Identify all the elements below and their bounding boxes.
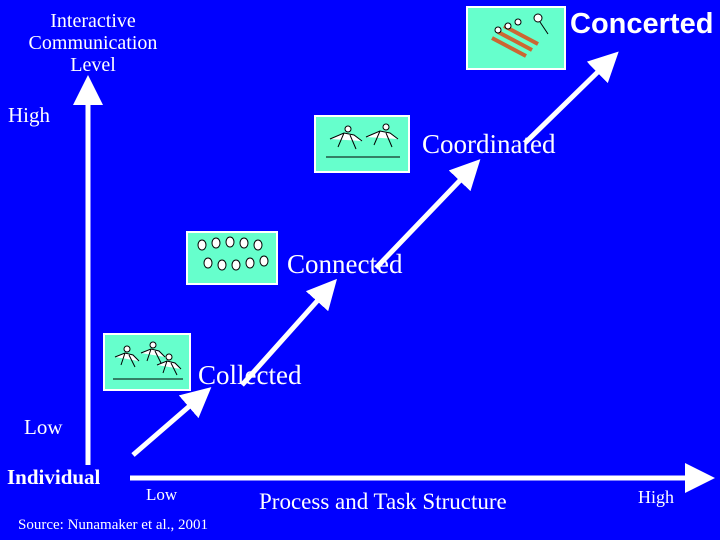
stage-concerted-label: Concerted [570, 8, 714, 40]
y-axis-low-label: Low [24, 415, 63, 439]
source-citation: Source: Nunamaker et al., 2001 [18, 517, 208, 533]
x-axis-title: Process and Task Structure [259, 489, 507, 514]
rowing-team-icon [491, 13, 549, 58]
origin-label: Individual [7, 465, 101, 489]
y-axis-title: Interactive Communication Level [28, 10, 158, 76]
stage-coordinated-label: Coordinated [422, 129, 556, 159]
stage-collected-label: Collected [198, 360, 302, 390]
x-axis-high-label: High [638, 487, 674, 507]
arrow-to-collected [131, 387, 212, 457]
relay-runners-icon [326, 123, 400, 158]
y-axis-high-label: High [8, 103, 50, 127]
x-axis-low-label: Low [146, 485, 178, 504]
arrow-to-concerted [523, 51, 619, 145]
stage-connected-label: Connected [287, 249, 403, 279]
arrow-to-connected [240, 278, 338, 387]
runners-icon [113, 341, 183, 380]
group-people-icon [197, 236, 269, 271]
collected-image-panel [103, 333, 191, 391]
concerted-image-panel [466, 6, 566, 70]
arrow-to-coordinated [374, 159, 481, 270]
coordinated-image-panel [314, 115, 410, 173]
connected-image-panel [186, 231, 278, 285]
